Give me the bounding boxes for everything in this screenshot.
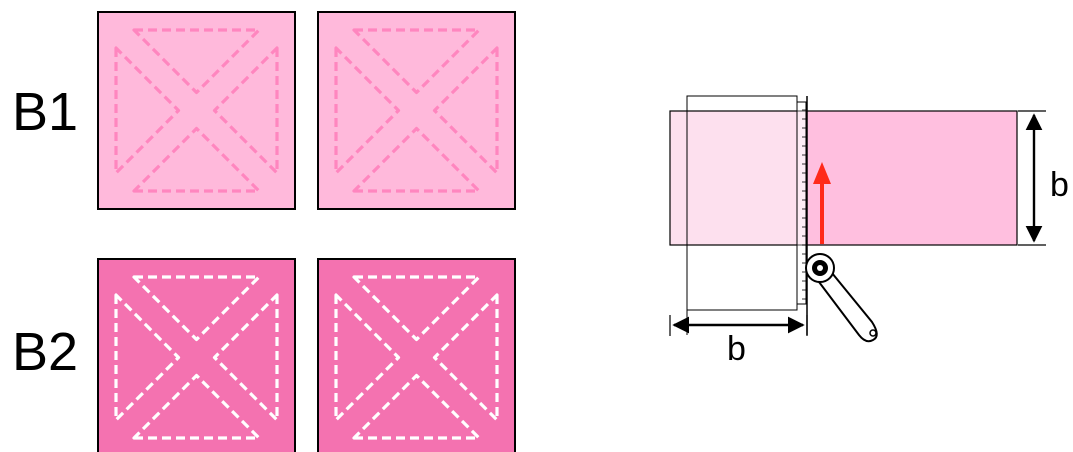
fabric-strip-outline (669, 110, 1018, 246)
stitch-line (132, 373, 261, 440)
stitch-line (114, 46, 181, 175)
stitch-line (432, 46, 499, 175)
stitch-line (352, 28, 481, 95)
quilt-block-b1-2 (317, 11, 516, 210)
ruler-ticks (802, 109, 806, 300)
cut-direction-arrow (813, 162, 831, 244)
quilt-block-b1-1 (97, 11, 296, 210)
stitch-line (212, 293, 279, 422)
stitch-line (432, 293, 499, 422)
ruler-edge (796, 101, 807, 305)
fabric-strip-left (670, 111, 807, 245)
cutting-diagram (669, 95, 1046, 343)
stitch-line (352, 275, 481, 342)
stitch-line (114, 293, 181, 422)
rotary-cutter-icon (805, 253, 878, 343)
height-label: b (1050, 166, 1069, 204)
stitch-line (352, 373, 481, 440)
row-label-b2: B2 (12, 322, 79, 382)
quilt-block-b2-2 (317, 258, 516, 452)
row-label-b1: B1 (12, 82, 79, 142)
quilt-block-b2-1 (97, 258, 296, 452)
stitch-line (132, 28, 261, 95)
width-label: b (727, 330, 746, 368)
stitch-line (132, 275, 261, 342)
stitch-line (132, 126, 261, 193)
fabric-strip-right (807, 111, 1017, 245)
stitch-line (334, 46, 401, 175)
stitch-line (334, 293, 401, 422)
stitch-line (352, 126, 481, 193)
quilt-blocks (97, 11, 516, 452)
stitch-line (212, 46, 279, 175)
